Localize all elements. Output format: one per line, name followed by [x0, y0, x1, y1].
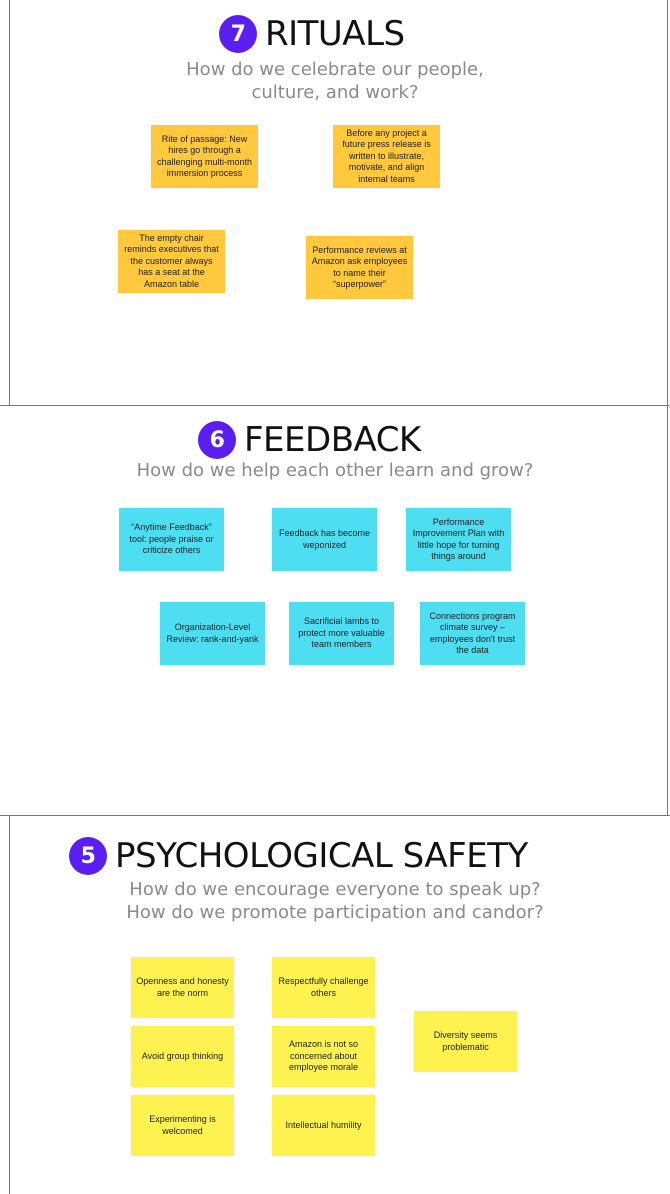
section-title: PSYCHOLOGICAL SAFETY [115, 836, 528, 876]
sticky-note[interactable]: Organization-Level Review: rank-and-yank [160, 602, 265, 665]
rituals-heading: 7 RITUALS [219, 14, 405, 54]
feedback-frame-bottom [0, 815, 670, 816]
feedback-subtitle: How do we help each other learn and grow… [0, 459, 670, 482]
sticky-note[interactable]: Performance reviews at Amazon ask employ… [306, 236, 413, 299]
sticky-note[interactable]: “Anytime Feedback” tool: people praise o… [119, 508, 224, 571]
sticky-note[interactable]: Feedback has become weponized [272, 508, 377, 571]
safety-subtitle: How do we encourage everyone to speak up… [0, 878, 670, 924]
sticky-note[interactable]: Performance Improvement Plan with little… [406, 508, 511, 571]
section-title: FEEDBACK [244, 420, 421, 460]
subtitle-line: How do we celebrate our people, [186, 59, 484, 80]
sticky-note[interactable]: Experimenting is welcomed [131, 1095, 234, 1156]
rituals-frame-bottom [0, 405, 670, 406]
feedback-heading: 6 FEEDBACK [198, 420, 421, 460]
sticky-note[interactable]: The empty chair reminds executives that … [118, 230, 225, 293]
safety-frame-left [9, 815, 10, 1194]
sticky-note[interactable]: Diversity seems problematic [414, 1011, 517, 1072]
frame-right [667, 0, 668, 815]
section-number-badge: 5 [69, 837, 107, 875]
sticky-note[interactable]: Before any project a future press releas… [333, 125, 440, 188]
section-title: RITUALS [265, 14, 405, 54]
rituals-subtitle: How do we celebrate our people, culture,… [0, 58, 670, 104]
subtitle-line: How do we encourage everyone to speak up… [129, 879, 541, 900]
rituals-frame-left [9, 0, 10, 405]
sticky-note[interactable]: Sacrificial lambs to protect more valuab… [289, 602, 394, 665]
sticky-note[interactable]: Connections program climate survey – emp… [420, 602, 525, 665]
sticky-note[interactable]: Respectfully challenge others [272, 957, 375, 1018]
section-number-badge: 6 [198, 421, 236, 459]
section-number-badge: 7 [219, 15, 257, 53]
safety-heading: 5 PSYCHOLOGICAL SAFETY [69, 836, 528, 876]
sticky-note[interactable]: Amazon is not so concerned about employe… [272, 1026, 375, 1087]
sticky-note[interactable]: Intellectual humility [272, 1095, 375, 1156]
subtitle-line: How do we promote participation and cand… [126, 902, 544, 923]
sticky-note[interactable]: Rite of passage: New hires go through a … [151, 125, 258, 188]
subtitle-line: culture, and work? [251, 82, 419, 103]
sticky-note[interactable]: Avoid group thinking [131, 1026, 234, 1087]
subtitle-line: How do we help each other learn and grow… [136, 460, 534, 481]
sticky-note[interactable]: Openness and honesty are the norm [131, 957, 234, 1018]
